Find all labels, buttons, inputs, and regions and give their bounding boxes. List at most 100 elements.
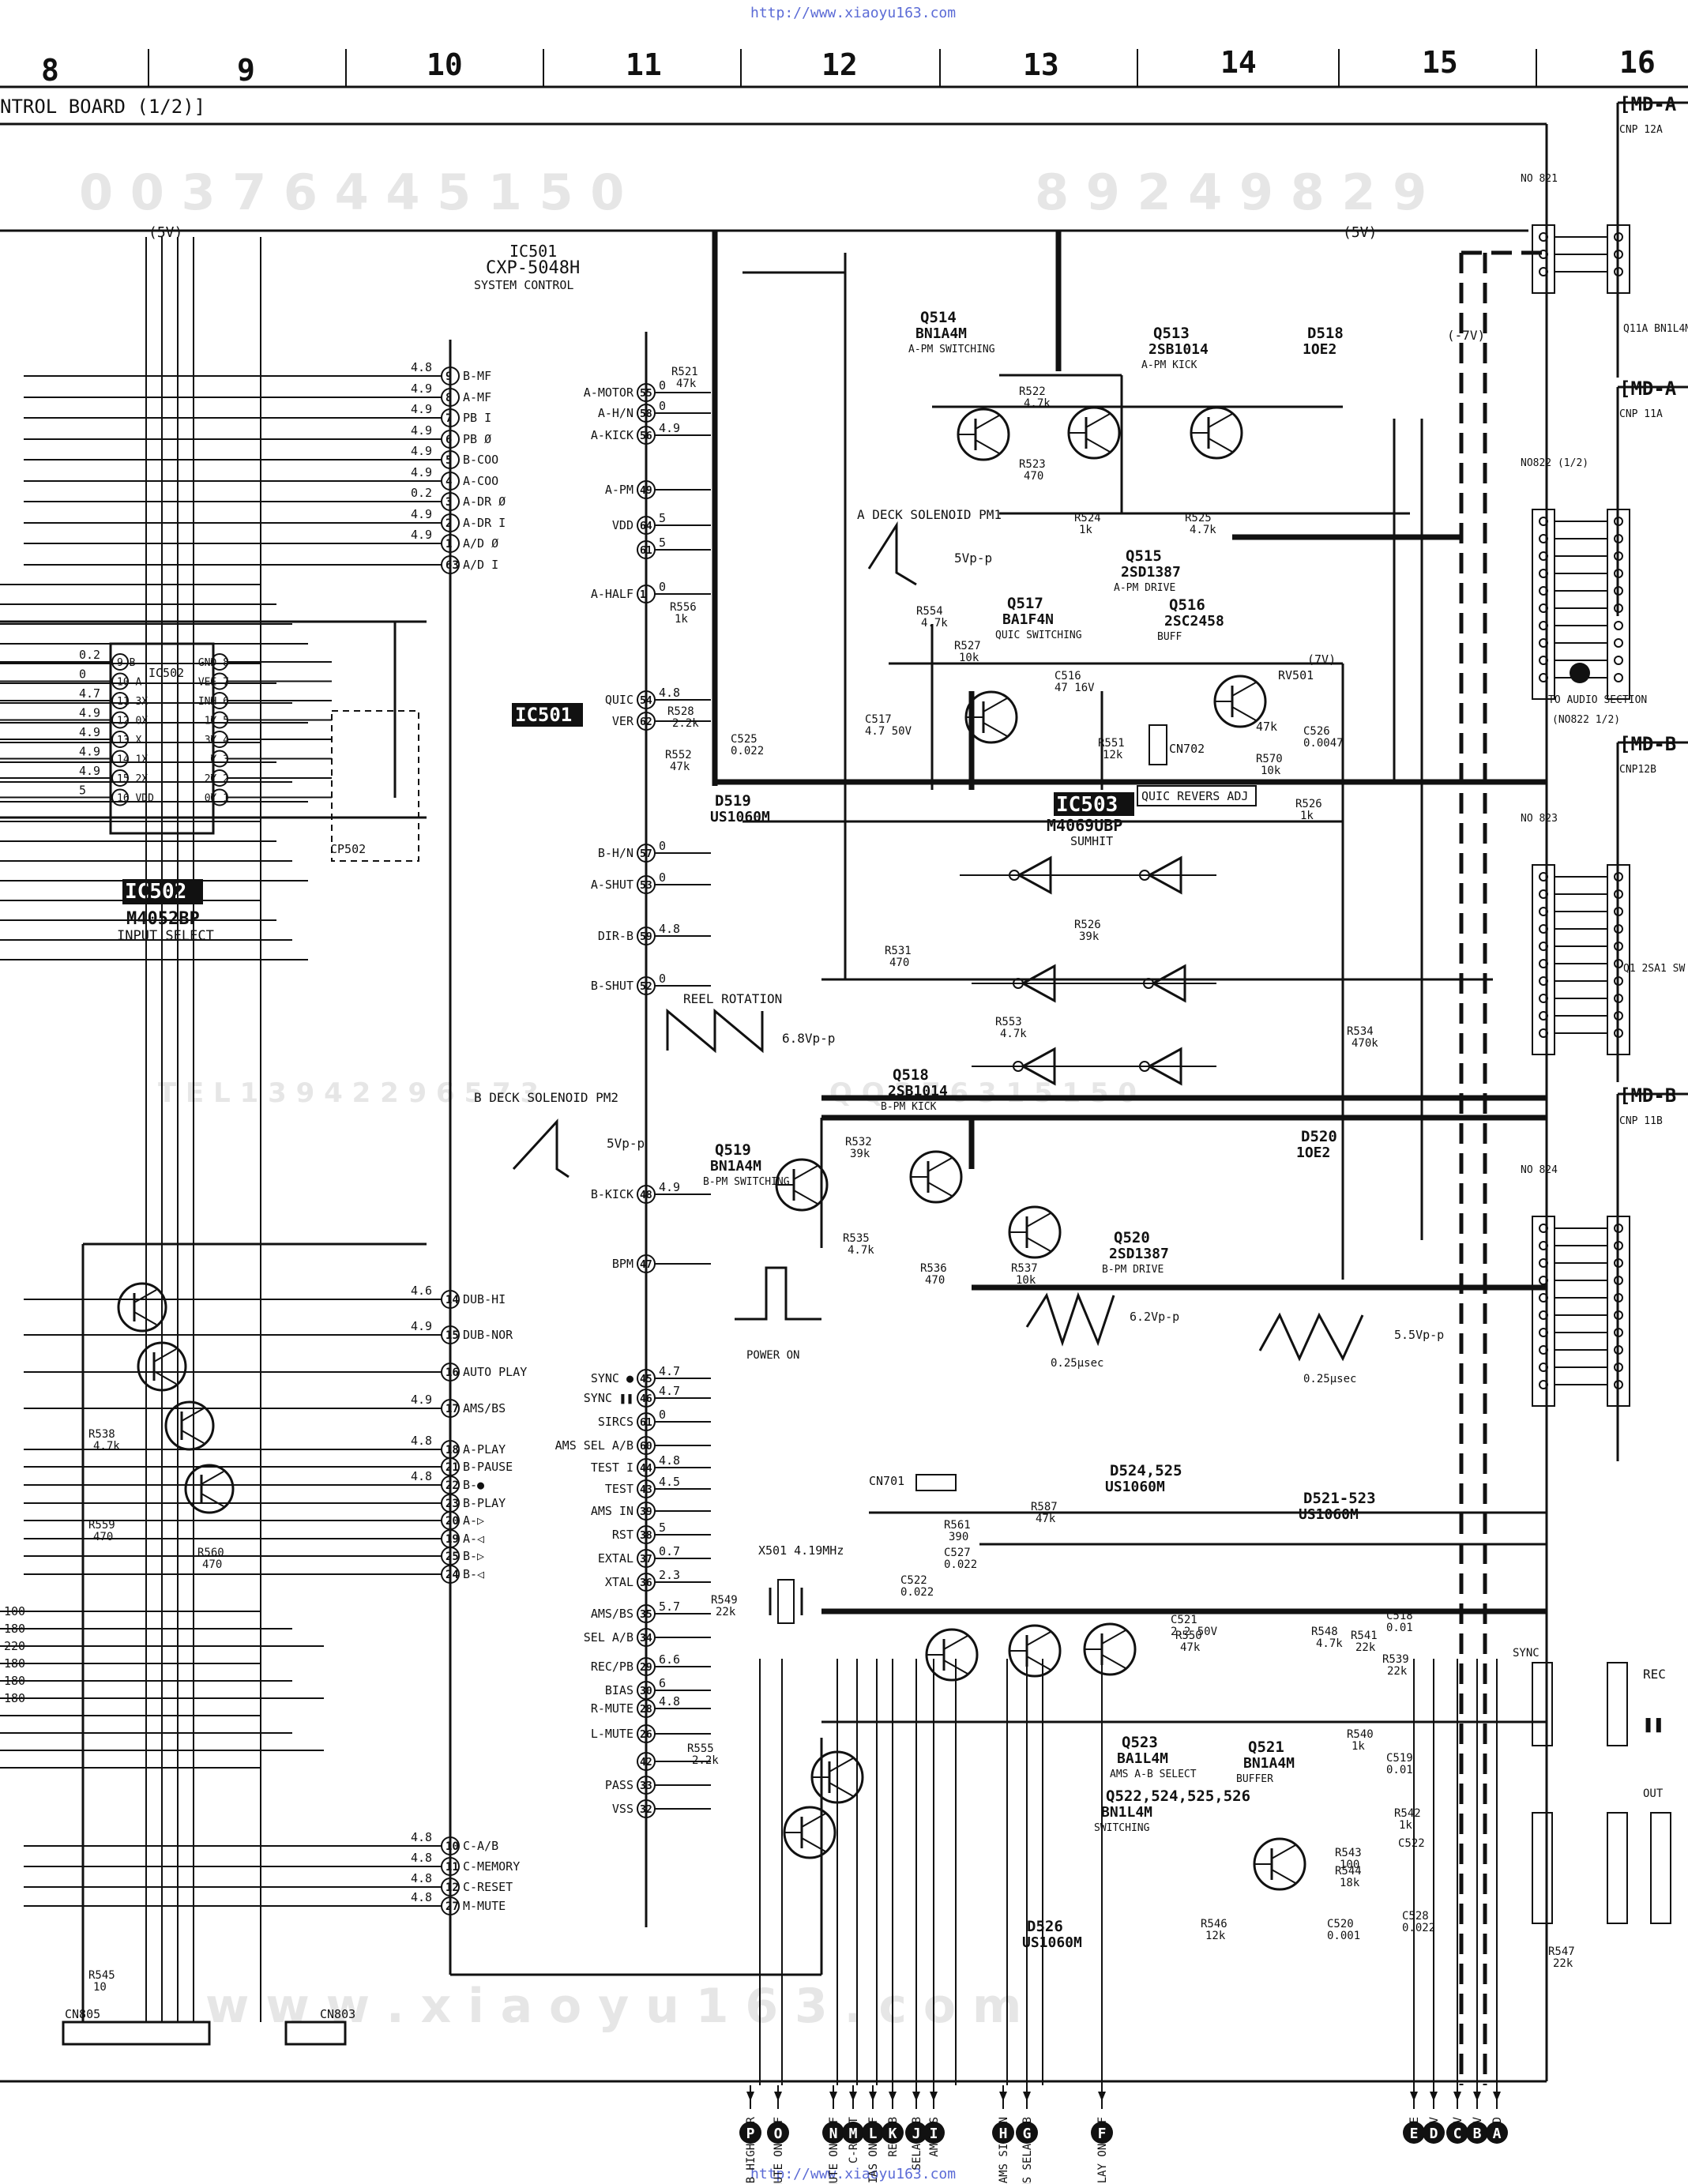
pin-circle [637, 690, 656, 709]
ic501-name: IC501 [509, 242, 557, 261]
ic501-pin-label: A-H/N [598, 406, 633, 420]
pin-circle [441, 1325, 460, 1344]
resistor-value: 4.7k [93, 1440, 120, 1453]
ic501-pin-number: 64 [640, 521, 652, 532]
pin-circle [441, 492, 460, 511]
ic501-pin-number: 32 [640, 1804, 652, 1816]
ic501-pin-voltage: 4.6 [411, 1284, 432, 1298]
pin-circle [637, 1604, 656, 1623]
ic501-pin-number: 61 [640, 545, 652, 557]
transistor-ref: Q519 [715, 1141, 751, 1159]
ic501-pin-voltage: 4.9 [411, 402, 432, 416]
capacitor-ref: C528 [1402, 1910, 1429, 1923]
ic501-pin-label: A-HALF [591, 587, 633, 601]
ic501-pin-label: AMS SEL A/B [555, 1438, 633, 1453]
ic501-pin-number: 42 [640, 1757, 652, 1769]
bottom-signal-letter: P [746, 2126, 755, 2142]
ic501-pin-voltage: 4.9 [411, 528, 432, 542]
resistor-ref: R540 [1347, 1728, 1374, 1741]
pin-circle [637, 1502, 656, 1521]
ic501-pin-number: 59 [640, 931, 652, 943]
transistor-role: SWITCHING [1094, 1822, 1150, 1834]
capacitor-value: 0.022 [944, 1558, 977, 1571]
power-on-label: POWER ON [746, 1349, 799, 1362]
transistor-part: US1060M [710, 809, 770, 825]
ic502-pin-right: 0Y 1 [205, 793, 229, 805]
ic501-pin-voltage: 4.9 [411, 382, 432, 396]
grid-col-16: 16 [1619, 45, 1656, 80]
ic501-body: IC501 CXP-5048H SYSTEM CONTROL IC501 [449, 242, 648, 1975]
ic501-pin-number: 26 [640, 1729, 652, 1741]
ic501-pin-voltage: 4.8 [411, 1469, 432, 1483]
transistor-symbol [184, 1464, 235, 1514]
rail-5v-label-left: (5V) [148, 224, 182, 241]
ic501-pin-label: C-A/B [463, 1839, 498, 1853]
ic501-pin-voltage: 2.3 [659, 1568, 680, 1582]
ic501-pin-label: VDD [612, 518, 633, 532]
resistor-ref: R587 [1031, 1501, 1058, 1513]
signal-marker [1446, 2122, 1468, 2144]
ic502-function: INPUT SELECT [117, 928, 214, 944]
pin-circle [111, 672, 129, 690]
pin-circle [441, 1290, 460, 1309]
resistor-value: 22k [716, 1606, 736, 1618]
pin-circle [441, 450, 460, 469]
transistor-ref: Q522,524,525,526 [1106, 1787, 1250, 1805]
resistor-value: 12k [1205, 1930, 1226, 1942]
resistor-value: 4.7k [1000, 1028, 1027, 1040]
transistor-ref: Q513 [1153, 325, 1190, 342]
bottom-signal-letter: H [999, 2126, 1008, 2142]
ic501-pin-number: 63 [445, 559, 459, 572]
cn701-label: CN701 [869, 1474, 904, 1488]
capacitor-ref: C526 [1303, 725, 1330, 738]
signal-marker [1466, 2122, 1488, 2144]
transistor-part: BA1L4M [1117, 1750, 1168, 1767]
ic501-pin-label: AMS/BS [463, 1401, 506, 1415]
resistor-value: 39k [850, 1148, 870, 1160]
capacitor-value: 47 16V [1055, 682, 1095, 694]
resistor-ref: R536 [920, 1262, 947, 1275]
rail-m7v-label: (-7V) [1447, 328, 1485, 343]
ic501-pin-number: 7 [445, 412, 452, 425]
source-url-bottom[interactable]: http://www.xiaoyu163.com [750, 2166, 956, 2182]
source-url-top[interactable]: http://www.xiaoyu163.com [750, 5, 956, 21]
ic501-pin-number: 1 [640, 589, 646, 601]
pin-circle [441, 1896, 460, 1915]
signal-marker [739, 2122, 761, 2144]
transistor-role: AMS A-B SELECT [1110, 1769, 1197, 1780]
transistor-ref: Q523 [1122, 1734, 1158, 1751]
capacitor-ref: C525 [731, 733, 758, 746]
ic501-pin-label: RST [612, 1528, 633, 1542]
ic501-pin-label: PASS [605, 1778, 633, 1792]
board-name: [MD-B [1619, 1084, 1676, 1107]
ic501-pin-label: B-▷ [463, 1549, 484, 1563]
ic501-pin-number: 12 [445, 1881, 459, 1894]
resistor-value: 22k [1355, 1641, 1376, 1654]
signal-marker [1403, 2122, 1425, 2144]
signal-marker [822, 2122, 844, 2144]
resistor-ref: R544 [1335, 1865, 1362, 1878]
ic501-pin-label: VER [612, 714, 634, 728]
bottom-signal-letter: C [1453, 2126, 1462, 2142]
pin-circle [111, 692, 129, 709]
pin-circle [637, 1549, 656, 1568]
pin-circle [441, 388, 460, 407]
transistor-role: A-PM SWITCHING [908, 344, 995, 355]
ic501-pin-voltage: 5 [659, 536, 666, 550]
transistor-ref: Q515 [1126, 547, 1162, 565]
quic-revers-adj-label: QUIC REVERS ADJ [1141, 789, 1248, 803]
pin-circle [637, 585, 656, 603]
rv501-value: 47k [1256, 720, 1277, 734]
resistor-value: 47k [1036, 1513, 1056, 1525]
resistor-ref: R548 [1311, 1626, 1338, 1638]
transistor-part: 2SD1387 [1109, 1246, 1169, 1262]
ic501-pin-label: A-MOTOR [584, 385, 634, 400]
ic501-pin-number: 45 [640, 1374, 652, 1385]
ic501-pin-voltage: 6 [659, 1676, 666, 1690]
ic501-pin-number: 43 [640, 1484, 652, 1496]
pin-circle [637, 1479, 656, 1498]
ic501-pin-number: 36 [640, 1577, 652, 1589]
